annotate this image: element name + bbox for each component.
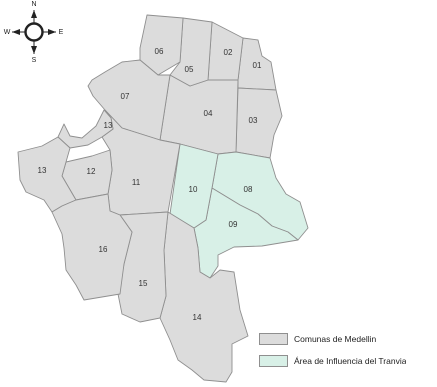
commune-16	[51, 193, 133, 301]
commune-label-05: 05	[185, 65, 194, 74]
commune-labels-layer: 01 02 03 04 05 06 07 08 09 10 11 12 13 13 14 15 16	[38, 47, 262, 322]
commune-label-12: 12	[87, 167, 96, 176]
commune-label-08: 08	[244, 185, 253, 194]
legend-label-comunas: Comunas de Medellin	[294, 334, 377, 344]
compass-west-letter: W	[4, 29, 11, 36]
legend-swatch-influence	[259, 355, 288, 367]
commune-label-11: 11	[132, 178, 141, 187]
commune-label-13b: 13	[38, 166, 47, 175]
commune-label-04: 04	[204, 109, 213, 118]
legend-item-comunas: Comunas de Medellin	[259, 332, 437, 346]
legend-item-influence: Área de Influencia del Tranvia	[259, 354, 437, 368]
commune-label-06: 06	[155, 47, 164, 56]
commune-label-16: 16	[99, 245, 108, 254]
compass-rose-icon: N S W E	[4, 1, 64, 64]
legend-label-influence: Área de Influencia del Tranvia	[294, 356, 407, 366]
commune-label-02: 02	[224, 48, 233, 57]
commune-label-09: 09	[229, 220, 238, 229]
commune-label-10: 10	[189, 185, 198, 194]
commune-label-13: 13	[104, 121, 113, 130]
commune-13	[57, 109, 114, 149]
map-legend: Comunas de Medellin Área de Influencia d…	[259, 332, 437, 376]
commune-label-01: 01	[253, 61, 262, 70]
commune-label-15: 15	[139, 279, 148, 288]
commune-label-14: 14	[193, 313, 202, 322]
legend-swatch-comunas	[259, 333, 288, 345]
compass-north-letter: N	[31, 1, 36, 8]
communes-layer	[17, 14, 309, 383]
commune-14	[159, 211, 249, 383]
commune-03	[235, 87, 283, 159]
commune-label-07: 07	[121, 92, 130, 101]
commune-07	[87, 59, 171, 141]
compass-south-letter: S	[32, 57, 37, 64]
commune-label-03: 03	[249, 116, 258, 125]
compass-east-letter: E	[59, 29, 64, 36]
